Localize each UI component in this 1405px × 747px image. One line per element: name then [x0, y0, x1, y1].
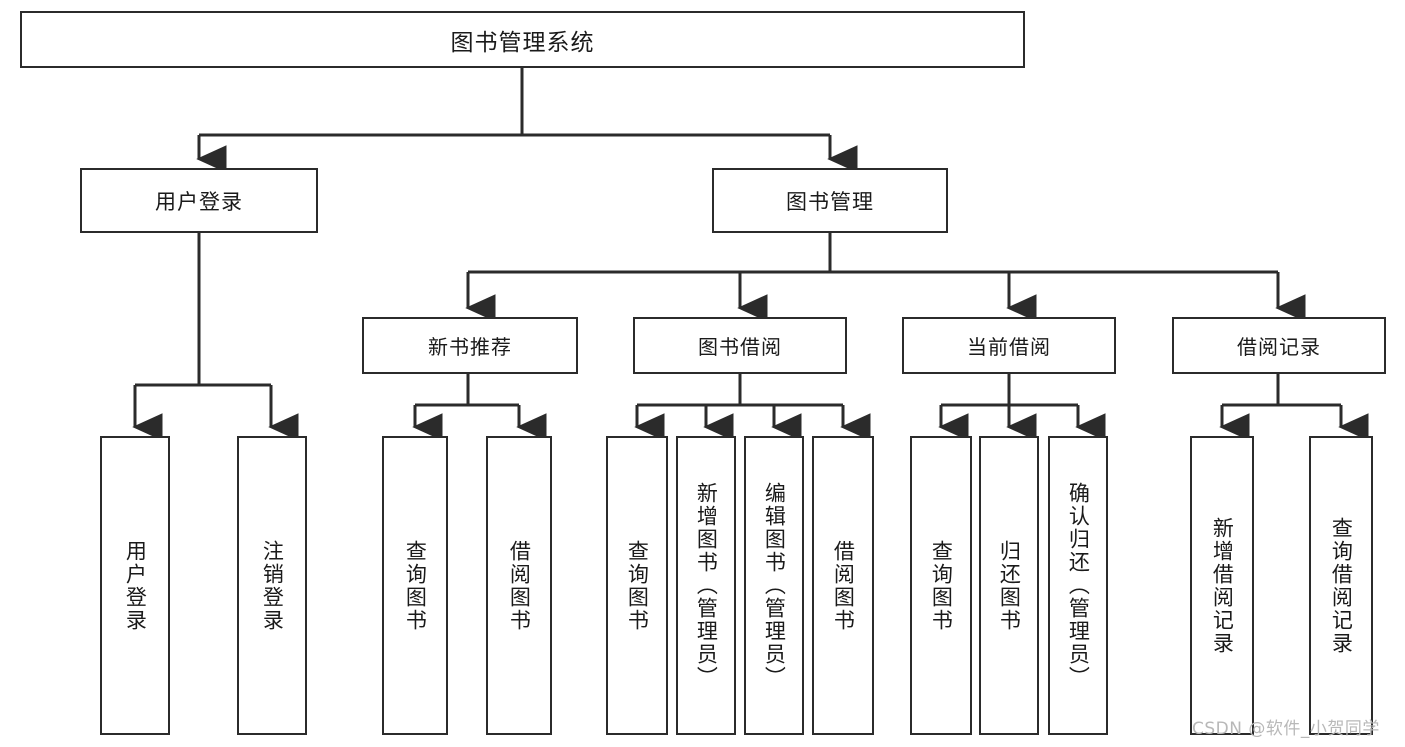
node-leaf-query-book-2[interactable]: 查询图书: [606, 436, 668, 735]
node-current-borrow[interactable]: 当前借阅: [902, 317, 1116, 374]
node-root-label: 图书管理系统: [450, 29, 595, 56]
node-leaf-logout[interactable]: 注销登录: [237, 436, 307, 735]
node-leaf-logout-label: 注销登录: [260, 539, 285, 632]
node-leaf-query-book-3-label: 查询图书: [929, 539, 954, 632]
node-leaf-query-book-3[interactable]: 查询图书: [910, 436, 972, 735]
node-leaf-query-record[interactable]: 查询借阅记录: [1309, 436, 1373, 735]
node-leaf-confirm-return[interactable]: 确认归还（管理员）: [1048, 436, 1108, 735]
node-user-login-label: 用户登录: [155, 189, 243, 214]
node-leaf-return-book[interactable]: 归还图书: [979, 436, 1039, 735]
node-borrow-record-label: 借阅记录: [1237, 335, 1321, 359]
node-leaf-confirm-return-label: 确认归还（管理员）: [1066, 482, 1091, 689]
node-leaf-add-book[interactable]: 新增图书（管理员）: [676, 436, 736, 735]
node-leaf-add-record[interactable]: 新增借阅记录: [1190, 436, 1254, 735]
node-leaf-user-login[interactable]: 用户登录: [100, 436, 170, 735]
node-leaf-borrow-book-1-label: 借阅图书: [507, 539, 532, 632]
node-leaf-borrow-book-2[interactable]: 借阅图书: [812, 436, 874, 735]
node-leaf-borrow-book-1[interactable]: 借阅图书: [486, 436, 552, 735]
node-leaf-query-book-1[interactable]: 查询图书: [382, 436, 448, 735]
node-leaf-add-record-label: 新增借阅记录: [1210, 516, 1235, 655]
node-leaf-query-book-1-label: 查询图书: [403, 539, 428, 632]
node-new-book-recommend[interactable]: 新书推荐: [362, 317, 578, 374]
node-root[interactable]: 图书管理系统: [20, 11, 1025, 68]
node-leaf-query-book-2-label: 查询图书: [625, 539, 650, 632]
node-leaf-user-login-label: 用户登录: [123, 539, 148, 632]
node-borrow-record[interactable]: 借阅记录: [1172, 317, 1386, 374]
node-leaf-edit-book-label: 编辑图书（管理员）: [762, 482, 787, 689]
watermark-label: CSDN @软件_小贺同学: [1192, 719, 1380, 739]
node-book-manage-label: 图书管理: [786, 189, 874, 214]
node-book-borrow-label: 图书借阅: [698, 335, 782, 359]
node-leaf-return-book-label: 归还图书: [997, 539, 1022, 632]
node-book-manage[interactable]: 图书管理: [712, 168, 948, 233]
node-leaf-query-record-label: 查询借阅记录: [1329, 516, 1354, 655]
node-leaf-edit-book[interactable]: 编辑图书（管理员）: [744, 436, 804, 735]
node-current-borrow-label: 当前借阅: [967, 335, 1051, 359]
node-leaf-borrow-book-2-label: 借阅图书: [831, 539, 856, 632]
node-leaf-add-book-label: 新增图书（管理员）: [694, 482, 719, 689]
node-book-borrow[interactable]: 图书借阅: [633, 317, 847, 374]
node-new-book-recommend-label: 新书推荐: [428, 335, 512, 359]
node-user-login[interactable]: 用户登录: [80, 168, 318, 233]
